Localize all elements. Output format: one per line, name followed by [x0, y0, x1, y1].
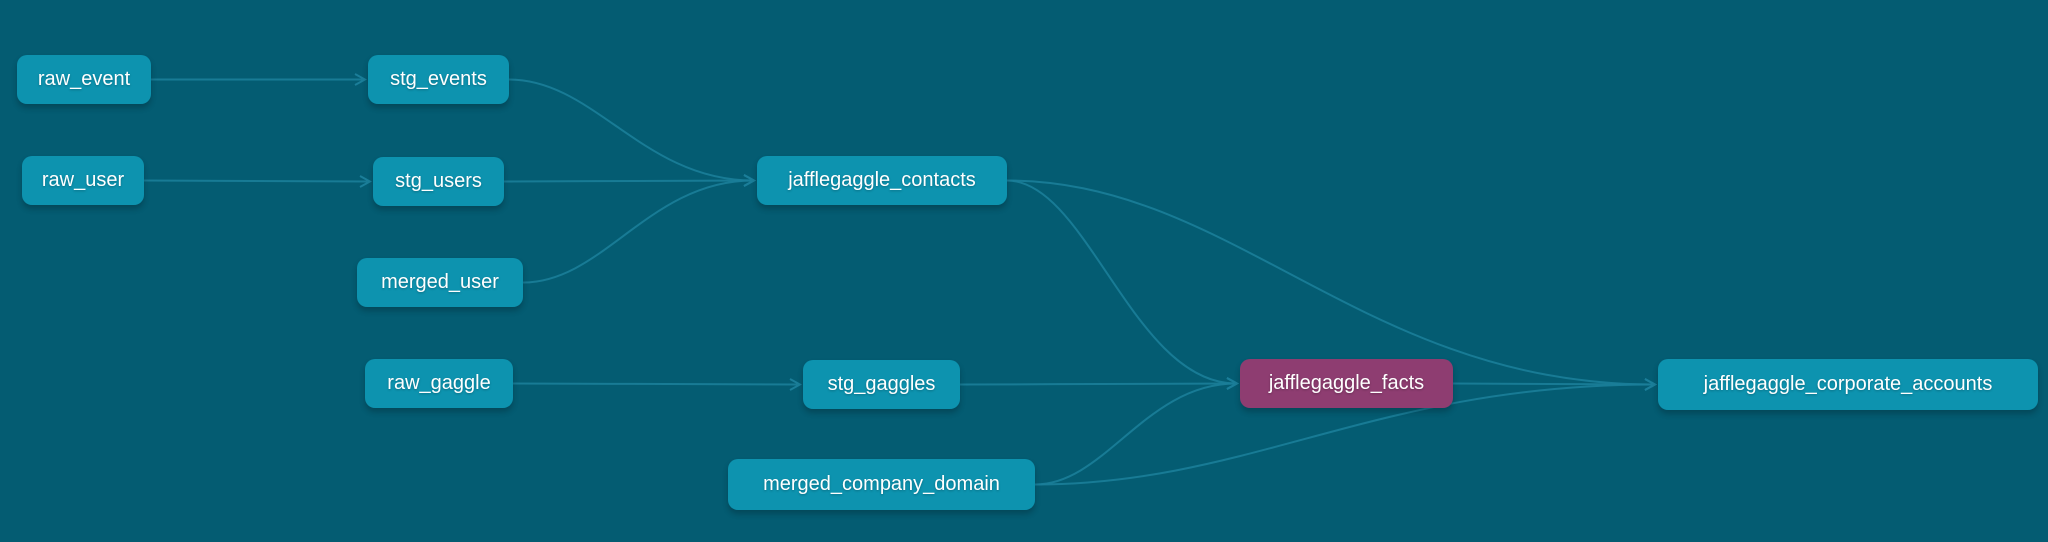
- node-raw_gaggle[interactable]: raw_gaggle: [365, 359, 513, 408]
- node-jafflegaggle_corporate_accounts[interactable]: jafflegaggle_corporate_accounts: [1658, 359, 2038, 410]
- edge-raw_gaggle-to-stg_gaggles: [512, 384, 799, 385]
- edge-merged_company_domain-to-jafflegaggle_facts: [1034, 384, 1236, 486]
- edge-stg_users-to-jafflegaggle_contacts: [503, 181, 753, 182]
- node-stg_gaggles[interactable]: stg_gaggles: [803, 360, 960, 409]
- edge-jafflegaggle_contacts-to-jafflegaggle_corporate_accounts: [1006, 179, 1654, 385]
- edge-raw_user-to-stg_users: [143, 181, 369, 182]
- node-merged_company_domain[interactable]: merged_company_domain: [728, 459, 1035, 510]
- edge-stg_gaggles-to-jafflegaggle_facts: [959, 384, 1236, 385]
- node-stg_events[interactable]: stg_events: [368, 55, 509, 104]
- edge-merged_user-to-jafflegaggle_contacts: [522, 181, 753, 284]
- edge-merged_company_domain-to-jafflegaggle_corporate_accounts: [1034, 385, 1654, 486]
- node-stg_users[interactable]: stg_users: [373, 157, 504, 206]
- node-raw_user[interactable]: raw_user: [22, 156, 144, 205]
- edge-stg_events-to-jafflegaggle_contacts: [508, 78, 753, 181]
- node-jafflegaggle_facts[interactable]: jafflegaggle_facts: [1240, 359, 1453, 408]
- node-jafflegaggle_contacts[interactable]: jafflegaggle_contacts: [757, 156, 1007, 205]
- edge-jafflegaggle_contacts-to-jafflegaggle_facts: [1006, 179, 1236, 384]
- node-raw_event[interactable]: raw_event: [17, 55, 151, 104]
- node-merged_user[interactable]: merged_user: [357, 258, 523, 307]
